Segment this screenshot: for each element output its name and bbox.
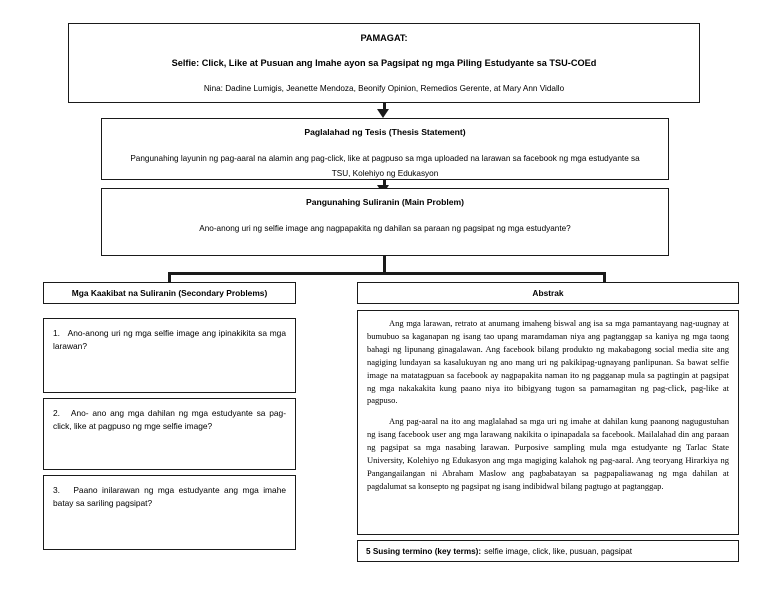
secondary-problem-3-number: 3.: [53, 485, 69, 495]
secondary-problem-1-number: 1.: [53, 328, 66, 338]
main-problem-body: Ano-anong uri ng selfie image ang nagpap…: [199, 224, 571, 234]
pamagat-label: PAMAGAT:: [360, 33, 408, 43]
research-title: Selfie: Click, Like at Pusuan ang Imahe …: [171, 58, 597, 69]
key-terms-value: selfie image, click, like, pusuan, pagsi…: [484, 546, 633, 556]
connector-split-left-drop: [168, 272, 171, 288]
connector-split-bar: [168, 272, 606, 275]
secondary-problem-item-3: 3. Paano inilarawan ng mga estudyante an…: [43, 475, 296, 550]
abstrak-paragraph-2: Ang pag-aaral na ito ang maglalahad sa m…: [367, 416, 729, 491]
title-box: PAMAGAT: Selfie: Click, Like at Pusuan a…: [68, 23, 700, 103]
key-terms-box: 5 Susing termino (key terms): selfie ima…: [357, 540, 739, 562]
secondary-problem-item-1: 1. Ano-anong uri ng mga selfie image ang…: [43, 318, 296, 393]
secondary-problem-3-text: Paano inilarawan ng mga estudyante ang m…: [53, 485, 287, 508]
secondary-problems-header: Mga Kaakibat na Suliranin (Secondary Pro…: [43, 282, 296, 304]
arrowhead-icon: [377, 109, 389, 118]
secondary-problems-heading-label: Mga Kaakibat na Suliranin (Secondary Pro…: [71, 288, 268, 298]
main-problem-box: Pangunahing Suliranin (Main Problem) Ano…: [101, 188, 669, 256]
key-terms-label: 5 Susing termino (key terms):: [366, 546, 482, 556]
thesis-heading: Paglalahad ng Tesis (Thesis Statement): [304, 127, 466, 137]
abstrak-header: Abstrak: [357, 282, 739, 304]
secondary-problem-2-text: Ano- ano ang mga dahilan ng mga estudyan…: [53, 408, 287, 431]
thesis-body: Pangunahing layunin ng pag-aaral na alam…: [130, 154, 640, 179]
connector-thesis-to-main-problem: [383, 180, 386, 186]
abstrak-body-box: Ang mga larawan, retrato at anumang imah…: [357, 310, 739, 535]
connector-split-stem: [383, 256, 386, 274]
secondary-problem-2-number: 2.: [53, 408, 68, 418]
thesis-statement-box: Paglalahad ng Tesis (Thesis Statement) P…: [101, 118, 669, 180]
main-problem-heading: Pangunahing Suliranin (Main Problem): [305, 197, 465, 207]
abstrak-heading-label: Abstrak: [532, 288, 564, 298]
connector-title-to-thesis: [383, 103, 386, 110]
authors-list: Nina: Dadine Lumigis, Jeanette Mendoza, …: [203, 83, 565, 93]
abstrak-paragraph-1: Ang mga larawan, retrato at anumang imah…: [367, 318, 729, 406]
secondary-problem-1-text: Ano-anong uri ng mga selfie image ang ip…: [53, 328, 286, 351]
secondary-problem-item-2: 2. Ano- ano ang mga dahilan ng mga estud…: [43, 398, 296, 470]
connector-split-right-drop: [603, 272, 606, 288]
